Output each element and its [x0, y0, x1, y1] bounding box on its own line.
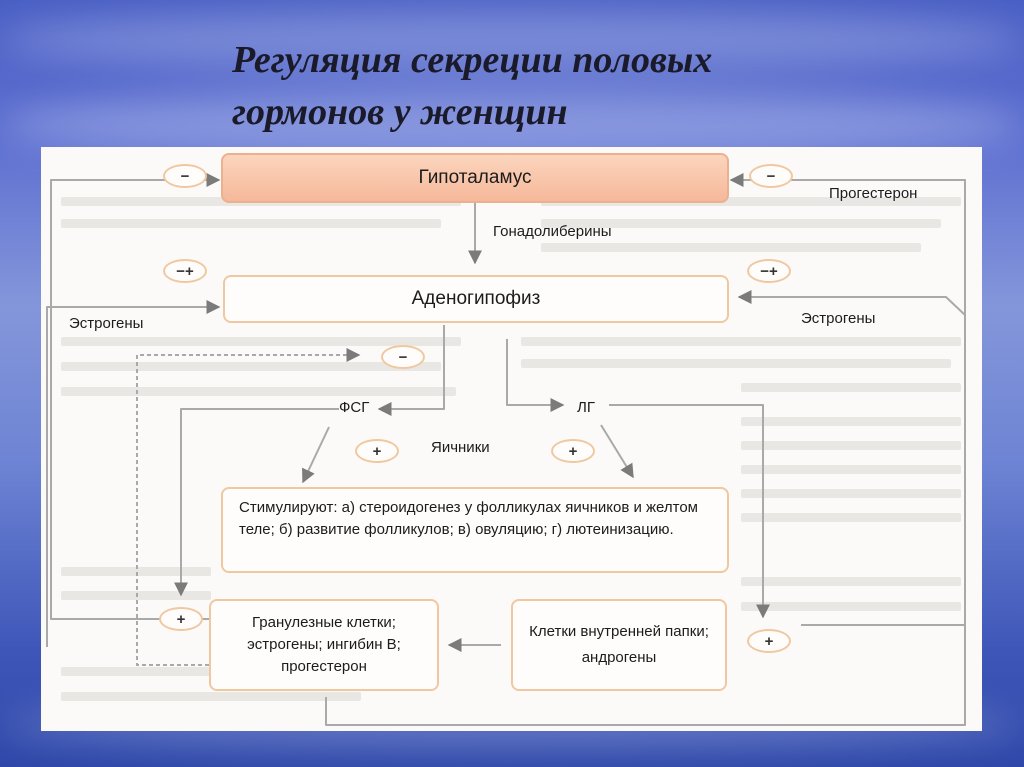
arrow-estrogen-to-hypothalamus	[51, 180, 219, 619]
slide-title: Регуляция секреции половых гормонов у же…	[232, 34, 932, 138]
fsh-label: ФСГ	[339, 399, 369, 416]
plus-sign-granulosa: +	[159, 607, 203, 631]
arrow-estrogen-to-adenohypophysis	[47, 307, 219, 647]
gonadoliberins-label: Гонадолиберины	[493, 223, 612, 240]
plus-sign-fsh: +	[355, 439, 399, 463]
minus-sign-fsh: −	[381, 345, 425, 369]
adenohypophysis-box: Аденогипофиз	[223, 275, 729, 323]
theca-box: Клетки внутренней папки; андрогены	[511, 599, 727, 691]
hypothalamus-label: Гипоталамус	[418, 167, 531, 189]
theca-text: Клетки внутренней папки; андрогены	[527, 619, 711, 671]
granulosa-box: Гранулезные клетки; эстрогены; ингибин B…	[209, 599, 439, 691]
plus-sign-lh: +	[551, 439, 595, 463]
arrow-fsh-stimulate	[303, 427, 329, 482]
arrow-lh-stimulate	[601, 425, 633, 477]
minus-plus-sign-adenohypophysis-left: −+	[163, 259, 207, 283]
ovaries-label: Яичники	[431, 439, 490, 456]
lh-label: ЛГ	[577, 399, 595, 416]
hypothalamus-box: Гипоталамус	[221, 153, 729, 203]
estrogens-left-label: Эстрогены	[69, 315, 143, 332]
granulosa-text: Гранулезные клетки; эстрогены; ингибин B…	[221, 612, 427, 678]
diagram-panel: Гипоталамус Аденогипофиз Стимулируют: а)…	[41, 147, 982, 731]
progesterone-label: Прогестерон	[829, 185, 917, 202]
arrow-lh	[507, 339, 563, 405]
minus-sign-hypothalamus-left: −	[163, 164, 207, 188]
minus-plus-sign-adenohypophysis-right: −+	[747, 259, 791, 283]
stimulate-text: Стимулируют: а) стероидогенез у фолликул…	[239, 499, 698, 538]
minus-sign-hypothalamus-right: −	[749, 164, 793, 188]
stimulate-box: Стимулируют: а) стероидогенез у фолликул…	[221, 487, 729, 573]
estrogens-right-label: Эстрогены	[801, 310, 875, 327]
plus-sign-theca: +	[747, 629, 791, 653]
slide-title-line-1: Регуляция секреции половых	[232, 34, 932, 86]
adenohypophysis-label: Аденогипофиз	[412, 288, 541, 310]
slide-title-line-2: гормонов у женщин	[232, 86, 932, 138]
